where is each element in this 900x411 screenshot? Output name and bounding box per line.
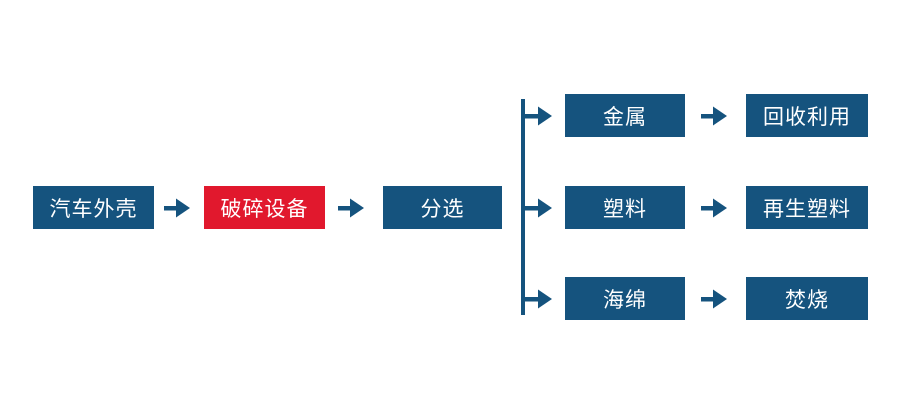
node-recycling: 回收利用 [746,94,868,137]
arrow-right-icon [337,196,365,220]
node-plastic-label: 塑料 [603,197,647,221]
node-incineration: 焚烧 [746,277,868,320]
node-crushing-equipment: 破碎设备 [204,186,325,229]
arrow-right-icon [700,196,728,220]
arrow-right-icon [700,104,728,128]
node-sponge: 海绵 [565,277,685,320]
node-plastic: 塑料 [565,186,685,229]
node-recycling-label: 回收利用 [763,105,851,129]
node-car-shell: 汽车外壳 [33,186,154,229]
node-recycled-plastic-label: 再生塑料 [763,197,851,221]
node-sorting: 分选 [383,186,502,229]
node-crushing-equipment-label: 破碎设备 [220,197,309,221]
arrow-right-icon [700,287,728,311]
node-incineration-label: 焚烧 [785,288,829,312]
node-sorting-label: 分选 [420,197,465,221]
arrow-right-icon [163,196,191,220]
arrow-right-icon [523,196,553,220]
arrow-right-icon [523,104,553,128]
node-sponge-label: 海绵 [603,288,647,312]
node-metal: 金属 [565,94,685,137]
node-metal-label: 金属 [603,105,647,129]
node-recycled-plastic: 再生塑料 [746,186,868,229]
arrow-right-icon [523,287,553,311]
node-car-shell-label: 汽车外壳 [49,197,138,221]
